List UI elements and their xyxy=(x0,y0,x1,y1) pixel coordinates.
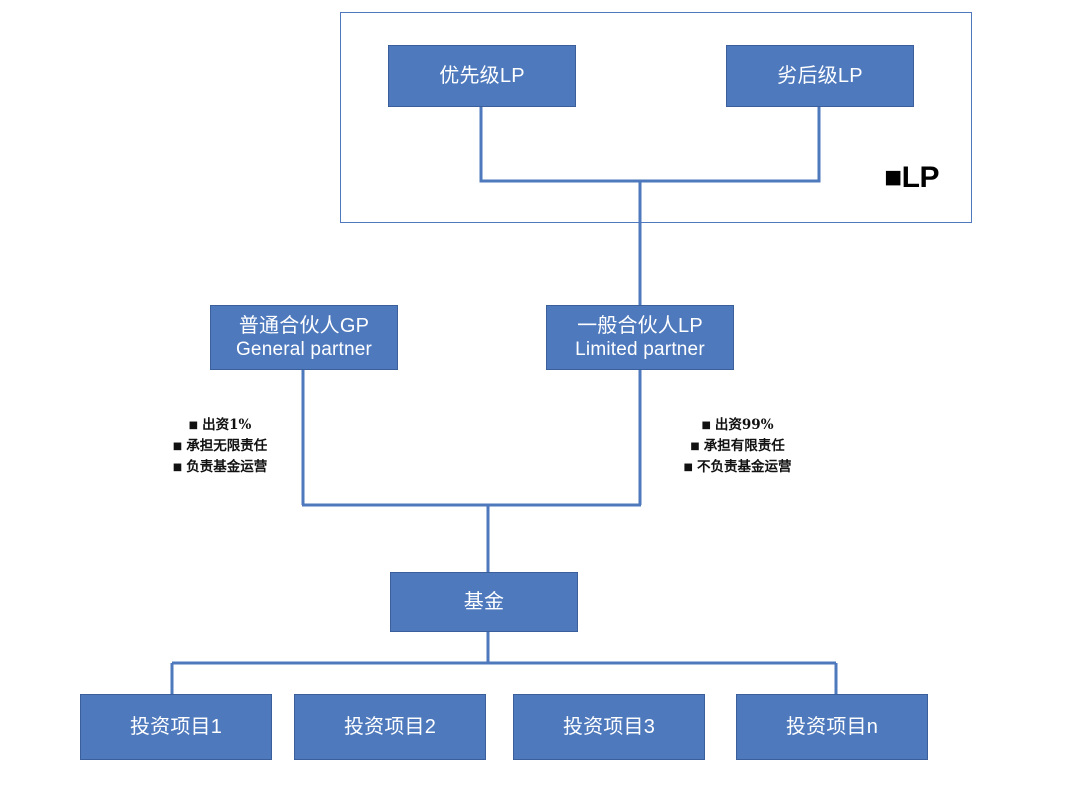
list-item: ■承担无限责任 xyxy=(140,436,300,457)
list-item: ■出资1% xyxy=(140,415,300,436)
general-partner-bullet-2: 承担无限责任 xyxy=(186,437,268,454)
connector-lp-members-bracket xyxy=(479,107,821,183)
node-project-1[interactable]: 投资项目1 xyxy=(80,694,272,760)
limited-partner-bullet-1: 出资99% xyxy=(714,417,774,433)
node-project-1-label: 投资项目1 xyxy=(129,715,223,738)
lp-group-legend: ■LP xyxy=(884,161,939,194)
node-limited-partner[interactable]: 一般合伙人LP Limited partner xyxy=(546,305,734,370)
limited-partner-bullets: ■出资99% ■承担有限责任 ■不负责基金运营 xyxy=(650,415,825,478)
node-priority-lp[interactable]: 优先级LP xyxy=(388,45,576,107)
black-square-icon: ■ xyxy=(690,440,700,452)
list-item: ■负责基金运营 xyxy=(140,457,300,478)
node-general-partner-label-cn: 普通合伙人GP xyxy=(238,314,370,337)
node-project-3-label: 投资项目3 xyxy=(562,715,656,738)
limited-partner-bullet-2: 承担有限责任 xyxy=(703,437,785,454)
limited-partner-bullet-3: 不负责基金运营 xyxy=(696,458,792,475)
node-limited-partner-label-cn: 一般合伙人LP xyxy=(577,314,703,337)
lp-group-frame xyxy=(340,12,972,223)
node-subordinate-lp[interactable]: 劣后级LP xyxy=(726,45,914,107)
black-square-icon: ■ xyxy=(683,461,693,473)
node-general-partner[interactable]: 普通合伙人GP General partner xyxy=(210,305,398,370)
general-partner-bullets: ■出资1% ■承担无限责任 ■负责基金运营 xyxy=(140,415,300,478)
node-limited-partner-label-en: Limited partner xyxy=(575,339,705,361)
black-square-icon: ■ xyxy=(701,420,711,431)
general-partner-bullet-3: 负责基金运营 xyxy=(186,458,268,475)
black-square-icon: ■ xyxy=(172,461,183,473)
list-item: ■不负责基金运营 xyxy=(650,457,825,478)
node-fund[interactable]: 基金 xyxy=(390,572,578,632)
list-item: ■承担有限责任 xyxy=(650,436,825,457)
node-general-partner-label-en: General partner xyxy=(235,339,373,361)
node-project-2[interactable]: 投资项目2 xyxy=(294,694,486,760)
black-square-icon: ■ xyxy=(188,420,199,431)
node-priority-lp-label: 优先级LP xyxy=(439,64,525,87)
node-project-2-label: 投资项目2 xyxy=(343,715,437,738)
node-project-3[interactable]: 投资项目3 xyxy=(513,694,705,760)
node-project-n-label: 投资项目n xyxy=(785,715,879,738)
node-fund-label: 基金 xyxy=(463,590,505,613)
node-subordinate-lp-label: 劣后级LP xyxy=(777,64,863,87)
general-partner-bullet-1: 出资1% xyxy=(202,417,252,433)
node-project-n[interactable]: 投资项目n xyxy=(736,694,928,760)
black-square-icon: ■ xyxy=(172,440,183,452)
list-item: ■出资99% xyxy=(650,415,825,436)
